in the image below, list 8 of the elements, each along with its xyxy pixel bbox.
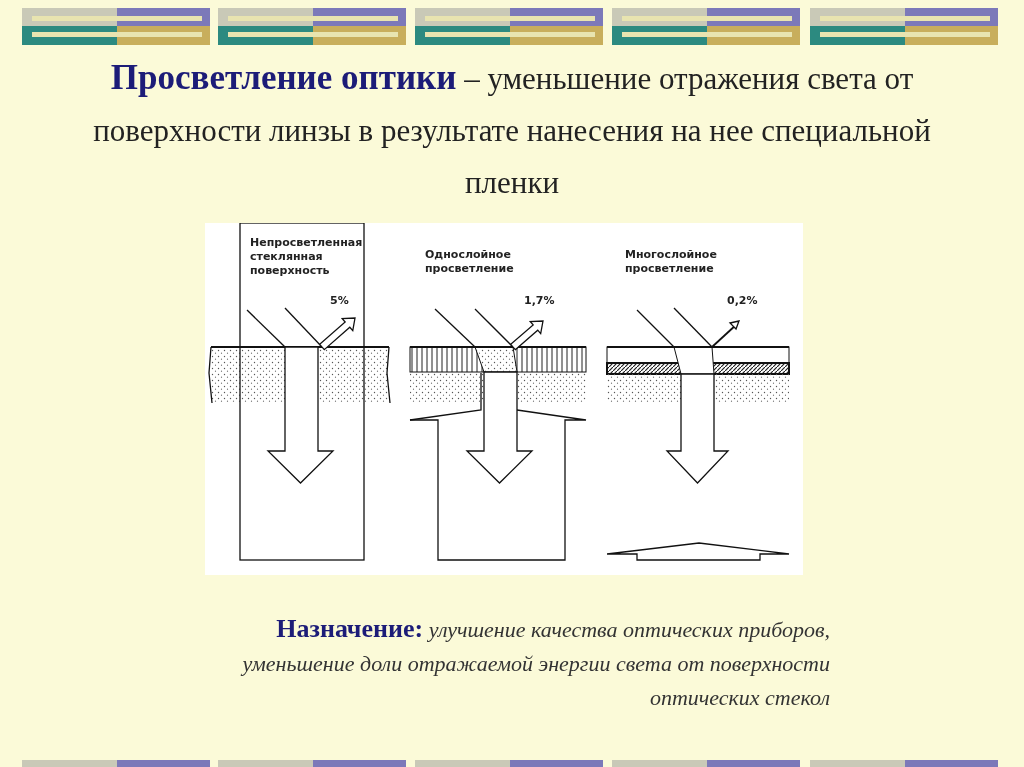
panel-label: Однослойное просветление	[425, 248, 515, 276]
percent-label: 0,2%	[727, 294, 759, 308]
purpose-text: Назначение: улучшение качества оптических приборов, уменьшение доли отражаемой энергии света от поверхности оптических стекол	[239, 613, 830, 712]
percent-label: 5%	[330, 294, 350, 308]
percent-label: 1,7%	[524, 294, 556, 308]
slide-title: Просветление оптики – уменьшение отражения света от поверхности линзы в результате нанесения на нее специальной пленки	[92, 57, 932, 202]
panel-label: Многослойное просветление	[625, 248, 718, 276]
panel-label: Непросветленная стеклянная поверхность	[250, 236, 360, 278]
